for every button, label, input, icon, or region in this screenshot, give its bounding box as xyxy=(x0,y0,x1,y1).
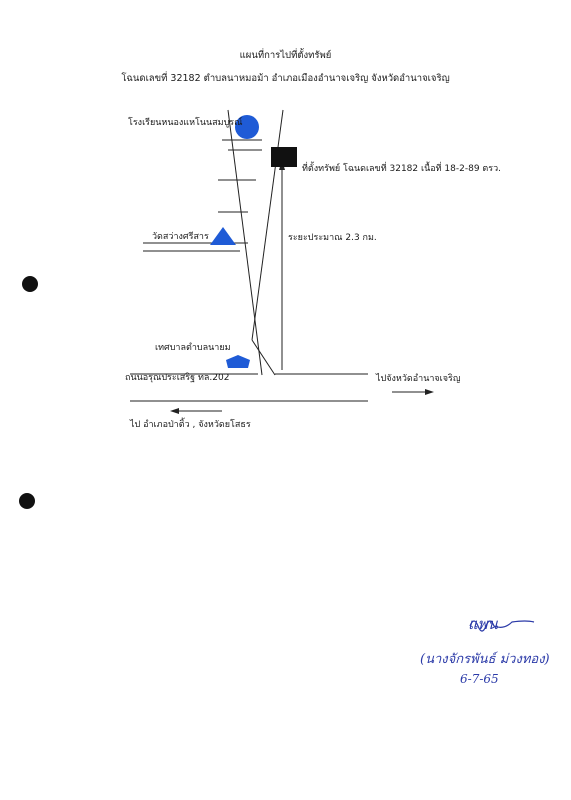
main-road-right-edge-upper xyxy=(251,109,284,341)
main-road-right-edge-lower xyxy=(251,339,276,376)
property-label: ที่ตั้งทรัพย์ โฉนดเลขที่ 32182 เนื้อที่ … xyxy=(302,164,502,174)
school-circle-icon xyxy=(235,115,259,139)
map-subtitle: โฉนดเลขที่ 32182 ตำบลนาหมอม้า อำเภอเมือง… xyxy=(121,73,450,84)
to-pa-tio-label: ไป อำเภอป่าติ้ว , จังหวัดยโสธร xyxy=(130,420,251,430)
temple-triangle-icon xyxy=(210,227,236,245)
school-label: โรงเรียนหนองแหโนนสมบูรณ์ xyxy=(128,118,243,128)
municipality-label: เทศบาลตำบลนายม xyxy=(155,343,231,353)
distance-label: ระยะประมาณ 2.3 กม. xyxy=(288,233,377,243)
signature-scribble xyxy=(469,620,535,632)
map-title: แผนที่การไปที่ตั้งทรัพย์ xyxy=(239,50,332,61)
property-square-icon xyxy=(271,147,297,167)
municipality-pentagon-icon xyxy=(226,355,250,368)
signature-date: 6-7-65 xyxy=(460,672,499,686)
road-label: ถนนอรุณประเสริฐ ทล.202 xyxy=(125,373,230,383)
punch-hole-bottom xyxy=(19,493,35,509)
to-amnat-label: ไปจังหวัดอำนาจเจริญ xyxy=(376,374,461,384)
arrow-left-head xyxy=(170,408,179,414)
punch-hole-top xyxy=(22,276,38,292)
arrow-right-head xyxy=(425,389,434,395)
signature-fullname: (นางจักรพันธ์ ม่วงทอง) xyxy=(420,652,550,667)
temple-label: วัดสว่างศรีสาร xyxy=(152,232,209,242)
signature-name: แพน xyxy=(468,615,498,633)
